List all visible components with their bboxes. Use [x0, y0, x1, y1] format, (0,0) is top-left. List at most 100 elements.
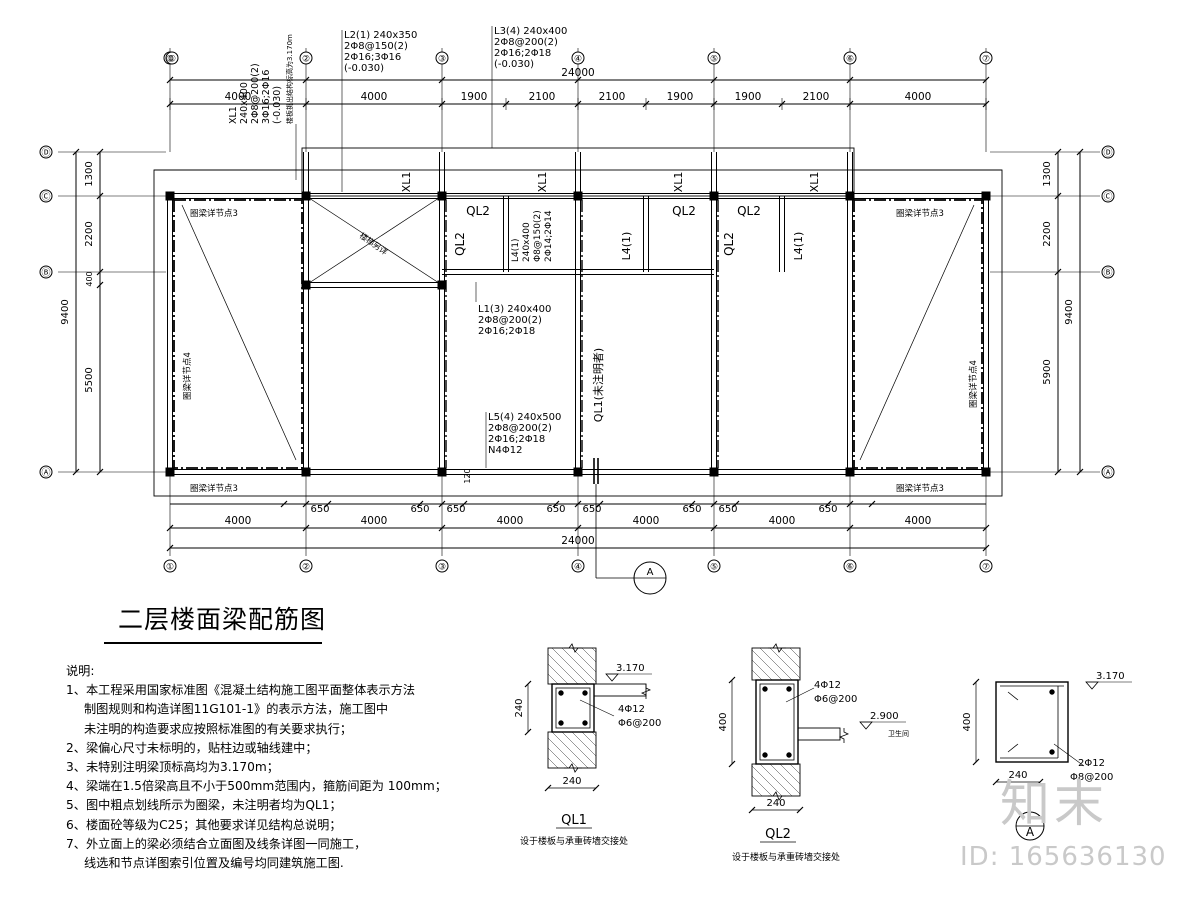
dim-tick	[302, 524, 310, 532]
dim-tick	[1076, 148, 1084, 156]
wall-hatch	[551, 647, 589, 685]
dim-offset: 650	[718, 504, 737, 515]
ql1-rebar	[582, 690, 588, 696]
beam-label-xl1-small: XL1	[400, 172, 413, 193]
dim-tick	[982, 544, 990, 552]
dim-gap: 120	[463, 468, 472, 483]
dim-span-bottom: 4000	[497, 515, 524, 527]
sec-a-elev	[1085, 681, 1099, 690]
ql2-name: QL2	[765, 827, 791, 842]
dim-tick	[166, 544, 174, 552]
beam-label-l3: 2Φ16;2Φ18	[494, 48, 551, 59]
beam-label-l4-detail: L4(1)	[511, 239, 521, 263]
dim-tick	[72, 468, 80, 476]
title-underline	[104, 642, 322, 644]
column	[165, 191, 175, 201]
dim-tick	[688, 500, 696, 508]
axis-bubble-bottom	[707, 559, 721, 573]
ring-beam-note: 圈梁详节点3	[896, 208, 944, 219]
dim-span-bottom: 4000	[905, 515, 932, 527]
watermark-id: ID: 165636130	[960, 842, 1167, 872]
column	[981, 191, 991, 201]
ql2-stirrup-text: Φ6@200	[814, 694, 857, 705]
ql2-elev	[859, 721, 873, 730]
axis-label: ①	[166, 55, 174, 65]
column	[301, 467, 311, 477]
ql1-break-top	[564, 643, 582, 653]
dim-left: 400	[85, 271, 94, 286]
ql1-elev	[605, 673, 619, 682]
ql1-beam	[551, 683, 595, 733]
ring-beam-note: 圈梁详节点4	[182, 352, 193, 400]
beam-label-l4-detail: 2Φ14;2Φ14	[544, 210, 554, 262]
ql1-rebar	[558, 690, 564, 696]
balcony-outline	[301, 147, 855, 197]
wall-hatch	[779, 647, 801, 669]
sec-a-name: A	[1026, 825, 1035, 839]
beam-label-l1: 2Φ16;2Φ18	[478, 326, 535, 337]
axis-bubble-bottom	[435, 559, 449, 573]
axis-bubble-left	[39, 145, 53, 159]
ring-beam-right	[853, 199, 983, 469]
ql1-caption: 设于楼板与承重砖墙交接处	[520, 835, 628, 847]
section-bubble-label: A	[647, 567, 654, 578]
dim-offset: 650	[446, 504, 465, 515]
beam-label-xl1: 240x400	[239, 82, 250, 124]
axis-label: Ⓓ	[41, 148, 50, 159]
dim-tick	[982, 76, 990, 84]
wall-hatch	[547, 653, 579, 685]
dim-tick	[574, 500, 582, 508]
ql1-slab	[593, 683, 647, 697]
dim-tick	[728, 760, 736, 768]
axis-label: Ⓑ	[1103, 268, 1112, 279]
dim-total-top: 24000	[561, 67, 594, 79]
notes-heading: 说明:	[66, 664, 95, 678]
watermark-logo: 知末	[1000, 775, 1108, 833]
dim-span-bottom: 4000	[769, 515, 796, 527]
ql1-slab-break	[641, 684, 651, 699]
axis-bubble-top	[979, 51, 993, 65]
dim-left: 1300	[84, 161, 95, 186]
ql1-width: 240	[562, 776, 581, 787]
ql1-break-bottom	[564, 763, 582, 773]
ring-beam-leader	[181, 204, 297, 461]
axis-label: ⑤	[710, 563, 718, 573]
axis-label: ②	[302, 55, 310, 65]
ql1-bars: 4Φ12	[618, 704, 645, 715]
wall-hatch	[789, 647, 801, 659]
wall-hatch	[547, 737, 579, 769]
beam-label-l4-detail: 240x400	[522, 222, 532, 262]
ql2-rebar	[762, 686, 768, 692]
axis-bubble-right	[1101, 465, 1115, 479]
ql1-rebar	[558, 720, 564, 726]
axis-bubble-right	[1101, 189, 1115, 203]
dim-tick	[1054, 268, 1062, 276]
dim-offset: 650	[410, 504, 429, 515]
drawing-title: 二层楼面梁配筋图	[118, 605, 327, 634]
axis-bubble-bottom	[299, 559, 313, 573]
dim-offset: 650	[310, 504, 329, 515]
wall-hatch	[547, 757, 559, 769]
elev-label: 2.900	[870, 711, 899, 722]
dim-span-bottom: 4000	[633, 515, 660, 527]
wall-hatch	[581, 731, 597, 747]
dim-tick	[732, 500, 740, 508]
dim-tick	[1076, 468, 1084, 476]
ql2-slab-break	[839, 728, 849, 743]
dim-tick	[710, 524, 718, 532]
wall-hatch	[751, 785, 763, 797]
beam-label-xl1-note: 楼板挑出结构标高为3.170m	[285, 34, 294, 124]
beam-label-xl1: XL1	[228, 106, 239, 124]
columns	[165, 191, 991, 477]
dim-span-top: 4000	[905, 91, 932, 103]
dim-tick	[96, 268, 104, 276]
dim-tick	[574, 524, 582, 532]
ql2-beam	[755, 679, 799, 765]
ring-beam-note: 圈梁详节点3	[190, 483, 238, 494]
axis-label: Ⓑ	[41, 268, 50, 279]
dim-tick	[552, 500, 560, 508]
note-line: 6、楼面砼等级为C25；其他要求详见结构总说明；	[66, 817, 342, 832]
dim-tick	[972, 758, 980, 766]
dim-tick	[324, 500, 332, 508]
sec-a-hook	[1007, 743, 1019, 753]
